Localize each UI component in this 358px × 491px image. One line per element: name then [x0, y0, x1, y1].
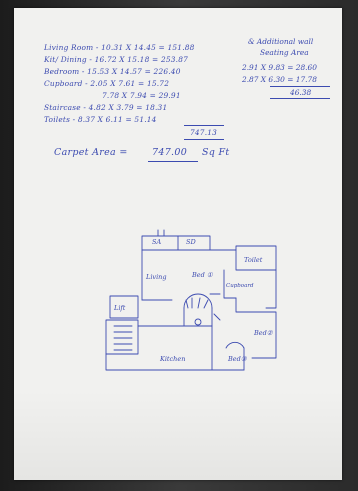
calc-total: 747.13: [190, 128, 218, 137]
wall-note-title: & Additional wall: [248, 37, 314, 46]
wall-note-rule: [270, 86, 330, 87]
plan-spiral-treads: [185, 297, 209, 309]
plan-label-bed3: Bed③: [228, 355, 247, 363]
plan-cupboard-wall: [223, 269, 237, 299]
calc-row-living: Living Room - 10.31 X 14.45 = 151.88: [44, 43, 195, 52]
wall-note-rule-2: [270, 98, 330, 99]
plan-outer-right: [209, 245, 277, 309]
calc-total-rule-2: [184, 139, 224, 140]
carpet-unit: Sq Ft: [202, 147, 230, 158]
calc-row-extra: 7.78 X 7.94 = 29.91: [102, 91, 181, 100]
plan-toilet-wall: [235, 249, 277, 271]
wall-note-subtitle: Seating Area: [260, 48, 309, 57]
plan-label-bed2: Bed②: [254, 329, 273, 337]
plan-label-living: Living: [146, 273, 167, 281]
calc-row-cupboard: Cupboard - 2.05 X 7.61 = 15.72: [44, 79, 170, 88]
plan-spiral-post: [194, 318, 202, 326]
wall-note-total: 46.38: [290, 88, 312, 97]
plan-stair-base: [105, 353, 139, 371]
paper-sheet: Living Room - 10.31 X 14.45 = 151.88 Kit…: [14, 8, 342, 480]
floor-plan-sketch: [105, 229, 277, 371]
plan-door-mark-3: [213, 313, 221, 321]
wall-note-line2: 2.87 X 6.30 = 17.78: [242, 75, 317, 84]
plan-spiral-arc: [183, 293, 213, 309]
carpet-value-underline: [148, 161, 198, 162]
calc-total-rule: [184, 125, 224, 126]
carpet-value: 747.00: [152, 147, 188, 158]
plan-label-sa: SA: [152, 238, 162, 246]
plan-label-toilet: Toilet: [244, 256, 263, 264]
plan-spiral-box: [183, 307, 213, 327]
plan-cupboard-lower: [235, 297, 251, 313]
calc-row-staircase: Staircase - 4.82 X 3.79 = 18.31: [44, 103, 168, 112]
plan-label-cupboard: Cupboard: [226, 283, 254, 289]
plan-stair-box: [105, 319, 139, 355]
plan-bed3-arc: [225, 341, 245, 349]
plan-bed2-wall: [249, 311, 277, 359]
plan-lift-box: [109, 295, 139, 319]
plan-label-bed1: Bed ①: [192, 271, 213, 279]
plan-stair-treads: [113, 325, 133, 351]
calc-row-bedroom: Bedroom - 15.53 X 14.57 = 226.40: [44, 67, 181, 76]
plan-label-lift: Lift: [114, 304, 126, 312]
calc-row-toilets: Toilets - 8.37 X 6.11 = 51.14: [44, 115, 157, 124]
carpet-label: Carpet Area =: [54, 147, 128, 158]
plan-label-sd: SD: [186, 238, 196, 246]
plan-door-marks: [157, 229, 165, 237]
calc-row-kitchen-dining: Kit/ Dining - 16.72 X 15.18 = 253.87: [44, 55, 189, 64]
wall-note-line1: 2.91 X 9.83 = 28.60: [242, 63, 317, 72]
plan-label-kitchen: Kitchen: [160, 355, 186, 363]
